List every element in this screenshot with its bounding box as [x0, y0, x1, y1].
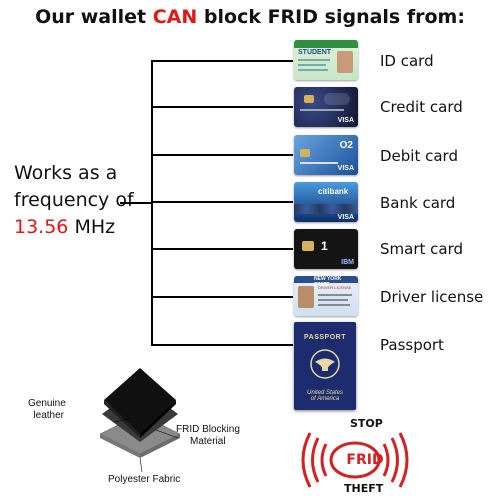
frequency-value: 13.56 [14, 216, 69, 238]
genuine-leather-line-1: Genuine [28, 398, 66, 409]
eagle-seal-icon [310, 349, 340, 379]
debit-card-image: O2 VISA [294, 135, 358, 175]
driver-license-image: NEW YORK STATE DRIVER LICENSE [294, 276, 358, 316]
title-highlight: CAN [152, 6, 198, 28]
connector-branch-smart [151, 248, 293, 250]
bank-card-label: Bank card [380, 194, 456, 212]
badge-bottom-text: THEFT [344, 482, 384, 495]
smart-card-image: 1 IBM [294, 229, 358, 269]
driver-license-header: NEW YORK STATE [314, 276, 342, 288]
connector-branch-credit [151, 106, 293, 108]
frid-signal-icon [301, 432, 409, 488]
driver-license-sub: DRIVER LICENSE [318, 285, 352, 290]
frequency-unit: MHz [68, 216, 116, 238]
genuine-leather-label: Genuine leather [28, 398, 66, 422]
credit-card-brand: VISA [337, 117, 354, 124]
id-card-header: STUDENT [298, 49, 332, 56]
page-title: Our wallet CAN block FRID signals from: [0, 6, 500, 28]
frequency-text: Works as a frequency of 13.56 MHz [14, 160, 134, 241]
connector-branch-debit [151, 154, 293, 156]
connector-branch-bank [151, 201, 293, 203]
polyester-label: Polyester Fabric [108, 474, 181, 485]
smart-card-label: Smart card [380, 240, 464, 258]
passport-image: PASSPORT United States of America [294, 322, 356, 410]
connector-branch-id [151, 60, 293, 62]
debit-card-issuer: O2 [339, 140, 353, 151]
title-part-2: block FRID signals from: [197, 6, 465, 28]
connector-branch-driver [151, 296, 293, 298]
connector-stem [120, 202, 152, 204]
frid-blocking-label: FRID Blocking Material [176, 424, 240, 448]
bank-card-brand: VISA [337, 214, 354, 221]
driver-license-label: Driver license [380, 288, 484, 306]
frid-blocking-line-1: FRID Blocking [176, 424, 240, 435]
frequency-line-1: Works as a [14, 162, 118, 184]
smart-card-chip-text: 1 [321, 239, 328, 253]
badge-center-text: FRID [346, 452, 384, 468]
smart-card-brand: IBM [341, 259, 354, 266]
credit-card-label: Credit card [380, 98, 463, 116]
title-part-1: Our wallet [35, 6, 153, 28]
bank-card-issuer: citibank [318, 187, 349, 196]
credit-card-image: VISA [294, 87, 358, 127]
frequency-line-3: 13.56 MHz [14, 214, 134, 241]
frid-blocking-line-2: Material [190, 436, 226, 447]
id-card-label: ID card [380, 52, 434, 70]
material-layers-icon [99, 368, 181, 473]
passport-label: Passport [380, 336, 444, 354]
debit-card-label: Debit card [380, 147, 458, 165]
passport-footer-1: United States [306, 390, 344, 396]
passport-footer-2: of America [310, 396, 340, 402]
bank-card-image: citibank VISA [294, 182, 358, 222]
passport-header: PASSPORT [304, 334, 346, 341]
debit-card-brand: VISA [337, 165, 354, 172]
badge-top-text: STOP [350, 417, 383, 430]
connector-branch-passport [151, 344, 293, 346]
genuine-leather-line-2: leather [33, 410, 64, 421]
frequency-line-2: frequency of [14, 189, 134, 211]
id-card-image: STUDENT [294, 40, 358, 80]
